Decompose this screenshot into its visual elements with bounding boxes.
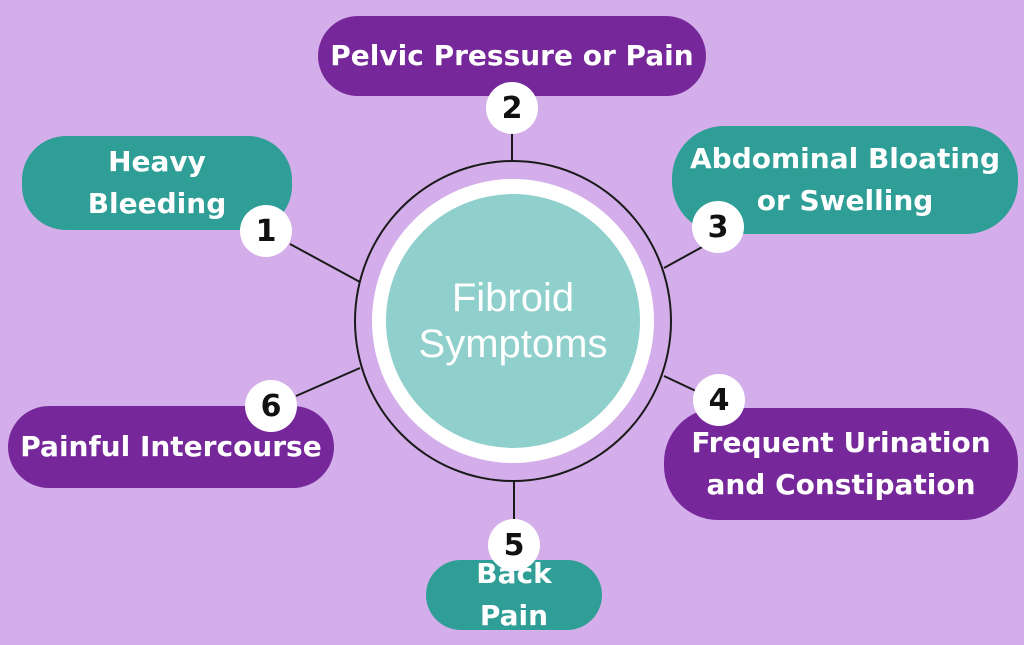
symptom-frequent-urination: Frequent Urination and Constipation	[664, 408, 1018, 520]
connector-4	[663, 375, 699, 393]
hub-title: Fibroid Symptoms	[386, 194, 640, 448]
symptom-label-line-2: or Swelling	[756, 184, 934, 217]
symptom-label-line-1: Frequent Urination	[691, 426, 991, 459]
connector-3	[663, 245, 705, 269]
symptom-label: Pelvic Pressure or Pain	[330, 39, 694, 72]
symptom-label: Painful Intercourse	[20, 430, 322, 463]
symptom-number-badge: 5	[488, 519, 540, 571]
symptom-label-line-2: and Constipation	[706, 468, 976, 501]
symptom-number-badge: 6	[245, 380, 297, 432]
hub-title-line-2: Symptoms	[418, 322, 608, 366]
hub-title-line-1: Fibroid	[451, 276, 575, 320]
symptom-abdominal-bloating: Abdominal Bloating or Swelling	[672, 126, 1018, 234]
symptom-number-badge: 3	[692, 201, 744, 253]
symptom-number-badge: 2	[486, 82, 538, 134]
symptom-label: Heavy Bleeding	[87, 145, 227, 220]
symptom-number-badge: 1	[240, 205, 292, 257]
symptom-label-line-1: Abdominal Bloating	[690, 142, 1000, 175]
connector-1	[289, 243, 361, 283]
connector-6	[295, 367, 361, 397]
symptom-number-badge: 4	[693, 374, 745, 426]
